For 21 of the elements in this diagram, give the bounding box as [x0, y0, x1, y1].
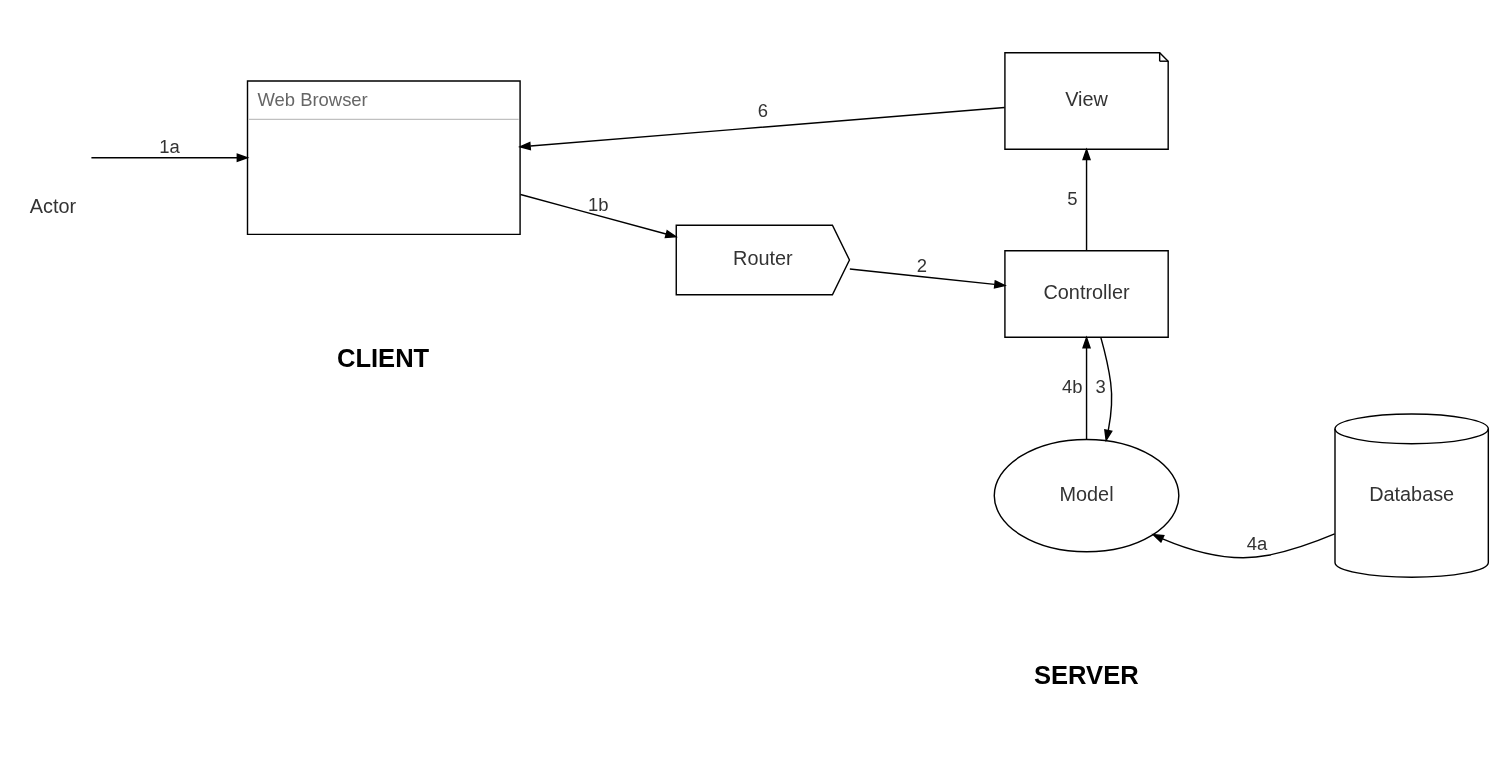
node-ellipse: Model: [993, 438, 1180, 553]
edge-label: 4b: [1062, 376, 1083, 398]
arrow: [849, 268, 1007, 289]
edge-label: 1a: [159, 135, 180, 157]
edge-label: 6: [757, 100, 768, 122]
edge-label: 2: [916, 254, 927, 276]
label: CLIENT: [336, 344, 430, 372]
edge-label: 4a: [1246, 533, 1268, 555]
arrow: [90, 153, 250, 163]
edge-label: 5: [1067, 187, 1078, 209]
node-box: Controller: [1004, 250, 1169, 339]
arrow: [1151, 533, 1336, 559]
arrow: [1082, 335, 1092, 441]
edge-label: 1b: [587, 193, 609, 215]
arrow: [1082, 147, 1092, 252]
node-text: Actor: [29, 195, 77, 218]
arrow: [518, 106, 1006, 151]
edge-label: 3: [1095, 376, 1106, 398]
arrow: [1100, 336, 1113, 443]
label: SERVER: [1034, 660, 1139, 689]
arrow: [519, 193, 678, 239]
